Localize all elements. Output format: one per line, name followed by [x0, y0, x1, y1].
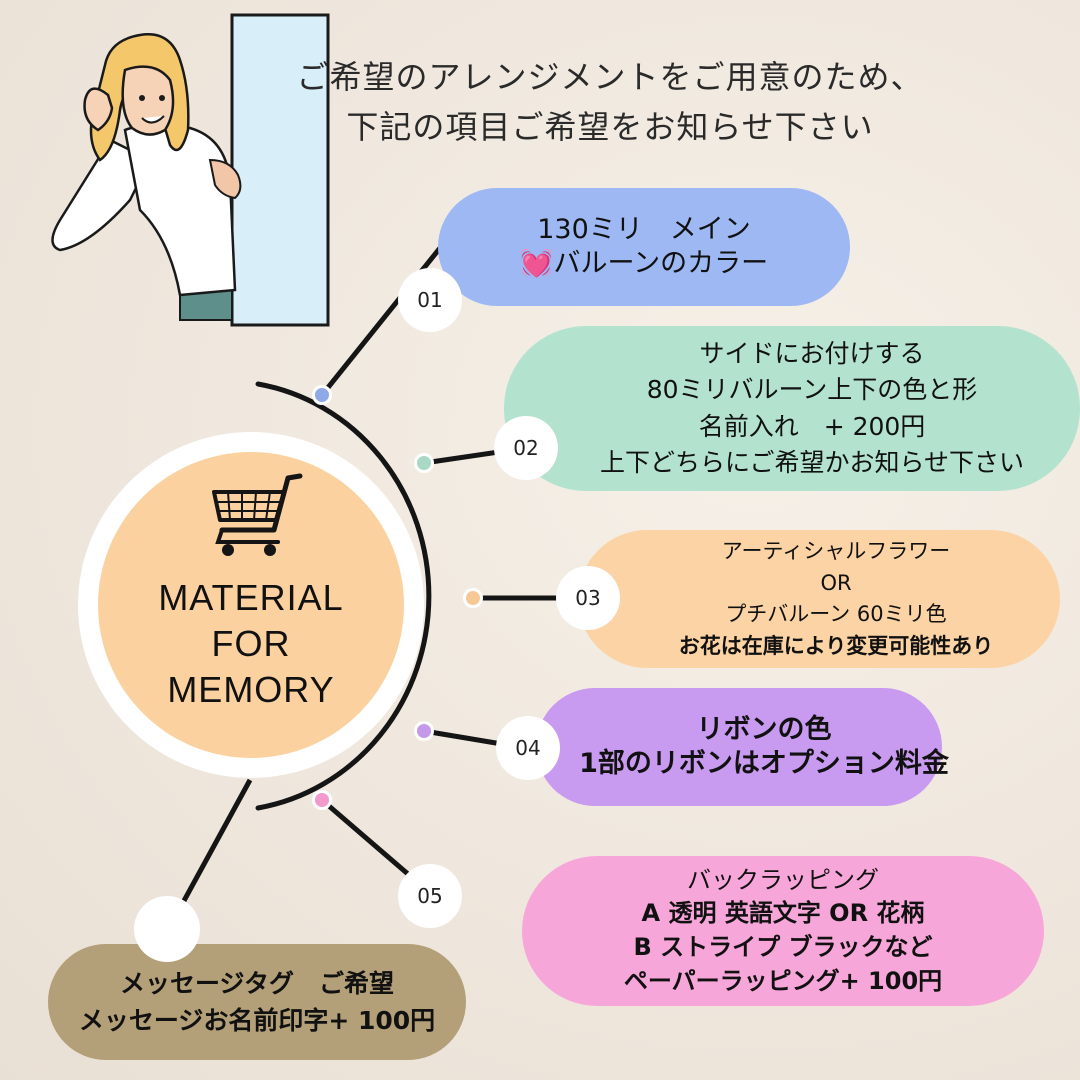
- center-title-line-2: FOR: [211, 623, 291, 664]
- item-04-line-1: リボンの色: [696, 714, 832, 746]
- item-02-pill: サイドにお付けする 80ミリバルーン上下の色と形 名前入れ + 200円 上下ど…: [504, 326, 1080, 491]
- item-01-number: 01: [398, 268, 462, 332]
- item-05-line-3: B ストライプ ブラックなど: [633, 933, 933, 961]
- item-05-dot: [312, 790, 332, 810]
- message-tag-pill: メッセージタグ ご希望 メッセージお名前印字+ 100円: [48, 944, 466, 1060]
- item-02-line-1: サイドにお付けする: [699, 339, 925, 368]
- item-03-line-2: OR: [820, 570, 852, 595]
- center-title: MATERIAL FOR MEMORY: [98, 575, 404, 713]
- item-02-line-2: 80ミリバルーン上下の色と形: [646, 375, 978, 405]
- item-04-dot: [414, 721, 434, 741]
- item-01-dot: [312, 385, 332, 405]
- center-title-line-1: MATERIAL: [158, 577, 344, 618]
- header-line-2: 下記の項目ご希望をお知らせ下さい: [346, 108, 874, 146]
- item-02-line-4: 上下どちらにご希望かお知らせ下さい: [599, 447, 1024, 477]
- message-tag-bubble: [134, 896, 200, 962]
- item-05-line-2: A 透明 英語文字 OR 花柄: [641, 899, 925, 928]
- item-05-line-4: ペーパーラッピング+ 100円: [623, 966, 943, 995]
- item-03-pill: アーティシャルフラワー OR プチバルーン 60ミリ色 お花は在庫により変更可能…: [578, 530, 1060, 668]
- item-03-dot: [463, 588, 483, 608]
- item-04-number: 04: [496, 716, 560, 780]
- item-05-number: 05: [398, 864, 462, 928]
- item-04-pill: リボンの色 1部のリボンはオプション料金: [536, 688, 949, 806]
- item-03-line-4: お花は在庫により変更可能性あり: [678, 633, 994, 658]
- item-03-line-1: アーティシャルフラワー: [721, 539, 951, 563]
- item-04-line-2: 1部のリボンはオプション料金: [579, 748, 949, 779]
- item-03-number: 03: [556, 566, 620, 630]
- item-05-pill: バックラッピング A 透明 英語文字 OR 花柄 B ストライプ ブラックなど …: [522, 856, 1044, 1006]
- shopping-cart-icon: [212, 473, 303, 556]
- item-01-pill: 130ミリ メイン 💓バルーンのカラー: [438, 188, 850, 306]
- item-01-line-2: 💓バルーンのカラー: [519, 248, 769, 279]
- header-line-1: ご希望のアレンジメントをご用意のため、: [296, 58, 924, 96]
- listening-woman-illustration: [51, 13, 330, 327]
- message-tag-line-2: メッセージお名前印字+ 100円: [78, 1006, 436, 1035]
- arc: [255, 381, 432, 811]
- center-title-line-3: MEMORY: [167, 669, 335, 710]
- item-03-line-3: プチバルーン 60ミリ色: [725, 602, 947, 626]
- message-tag-line-1: メッセージタグ ご希望: [119, 968, 394, 998]
- item-01-line-1: 130ミリ メイン: [537, 214, 751, 246]
- item-02-dot: [414, 453, 434, 473]
- item-05-line-1: バックラッピング: [687, 865, 879, 894]
- item-02-line-3: 名前入れ + 200円: [698, 411, 926, 441]
- item-02-number: 02: [494, 416, 558, 480]
